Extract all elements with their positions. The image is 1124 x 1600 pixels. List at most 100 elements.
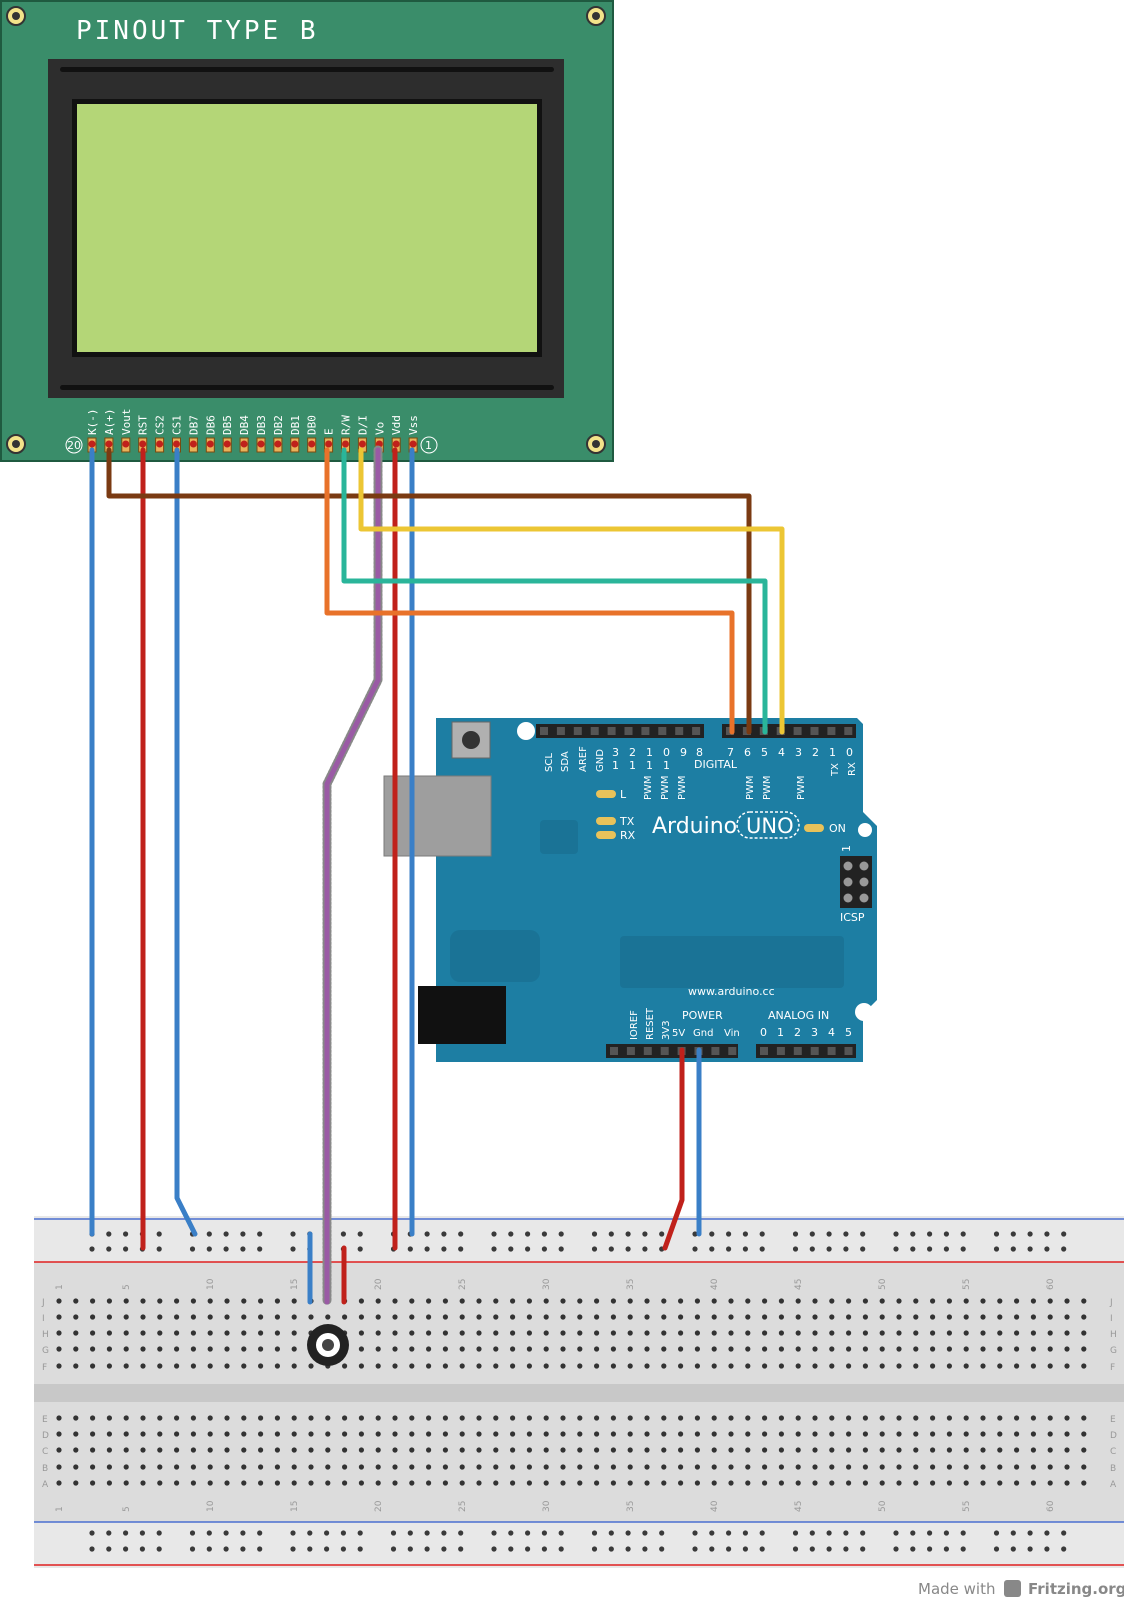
bb-hole (392, 1415, 398, 1421)
label-d9: 9 (680, 746, 687, 759)
rail-hole (742, 1546, 749, 1552)
bb-hole (963, 1464, 969, 1470)
wire-e-to-d7 (324, 447, 735, 735)
bb-hole (745, 1447, 751, 1453)
bb-hole (157, 1415, 163, 1421)
rail-hole (1010, 1546, 1016, 1552)
bb-hole (728, 1480, 734, 1486)
rail-hole (759, 1246, 765, 1252)
bb-column-number-bottom: 60 (1046, 1500, 1056, 1512)
digital-header-pin (556, 727, 565, 735)
icsp-pins (843, 861, 869, 903)
bb-hole (73, 1314, 79, 1320)
bb-hole (930, 1431, 936, 1437)
bb-hole (1081, 1480, 1087, 1486)
website-label: www.arduino.cc (688, 985, 775, 998)
potentiometer[interactable] (307, 1324, 349, 1366)
rail-hole (659, 1546, 665, 1552)
bb-hole (123, 1330, 129, 1336)
lcd-pin-pad (257, 440, 265, 448)
rail-hole (240, 1546, 246, 1552)
reset-button-cap[interactable] (462, 731, 480, 749)
bb-column-number-bottom: 5 (122, 1506, 132, 1512)
bb-hole (140, 1480, 146, 1486)
bb-column-number-top: 60 (1046, 1278, 1056, 1290)
arduino-model: UNO (746, 814, 794, 838)
bb-hole (325, 1480, 331, 1486)
bb-hole (509, 1298, 516, 1304)
bb-hole (778, 1415, 785, 1421)
rail-hole (860, 1546, 866, 1552)
bb-hole (560, 1431, 566, 1437)
label-d1: 1 (829, 746, 836, 759)
bb-column-number-top: 1 (55, 1284, 65, 1290)
bb-row-letter-left: J (41, 1298, 45, 1308)
rail-hole (491, 1546, 497, 1552)
rail-hole (189, 1246, 196, 1252)
rail-hole (156, 1546, 162, 1552)
uno-badge (736, 811, 800, 839)
label-aref: AREF (578, 746, 589, 772)
bb-hole (678, 1447, 684, 1453)
rail-hole (792, 1246, 799, 1252)
rail-hole (726, 1246, 732, 1252)
bb-hole (375, 1464, 381, 1470)
wire-di-to-d4 (358, 447, 785, 735)
mounting-hole-bottom-right (586, 434, 606, 454)
bb-hole (577, 1298, 583, 1304)
bb-hole (140, 1415, 146, 1421)
bb-hole (392, 1346, 398, 1352)
bb-hole (106, 1346, 112, 1352)
bb-hole (997, 1480, 1003, 1486)
lcd-pin-label: K(-) (86, 409, 99, 436)
rail-hole (558, 1530, 564, 1536)
rail-hole (860, 1246, 866, 1252)
bb-hole (661, 1464, 667, 1470)
analog-header-pin (827, 1047, 836, 1055)
led-rx (596, 831, 616, 839)
bb-hole (224, 1464, 230, 1470)
led-l (596, 790, 616, 798)
lcd-screen (77, 104, 537, 352)
digital-header-pin (810, 727, 819, 735)
bb-hole (1014, 1298, 1020, 1304)
rail-hole (642, 1546, 648, 1552)
bb-hole (778, 1480, 785, 1486)
bb-hole (459, 1298, 465, 1304)
bb-hole (241, 1431, 247, 1437)
power-header-pin (728, 1047, 737, 1055)
rail-hole (541, 1530, 548, 1536)
bb-hole (762, 1330, 768, 1336)
bb-hole (442, 1298, 448, 1304)
bb-hole (258, 1363, 264, 1369)
bb-hole (711, 1431, 717, 1437)
bb-hole (879, 1314, 885, 1320)
label-d11: 1 (646, 746, 653, 759)
bb-hole (812, 1330, 818, 1336)
rail-hole (357, 1231, 363, 1237)
bb-hole (795, 1464, 801, 1470)
digital-header-pin (844, 727, 853, 735)
bb-hole (409, 1298, 415, 1304)
analog-header-pin (810, 1047, 819, 1055)
bb-hole (426, 1464, 432, 1470)
bb-hole (426, 1346, 432, 1352)
rail-hole (692, 1231, 698, 1237)
rail-hole (642, 1530, 648, 1536)
rail-hole (826, 1246, 832, 1252)
bb-hole (594, 1431, 600, 1437)
bb-hole (829, 1480, 835, 1486)
bb-hole (577, 1314, 583, 1320)
bb-column-number-top: 25 (458, 1279, 468, 1290)
label-3v3: 3V3 (661, 1020, 672, 1040)
rail-hole (1027, 1231, 1033, 1237)
bb-hole (325, 1314, 331, 1320)
mounting-hole-top-right (586, 6, 606, 26)
bb-hole (207, 1314, 213, 1320)
digital-header-low (722, 724, 856, 738)
bb-hole (207, 1415, 213, 1421)
rail-hole (809, 1530, 815, 1536)
bb-hole (375, 1363, 381, 1369)
